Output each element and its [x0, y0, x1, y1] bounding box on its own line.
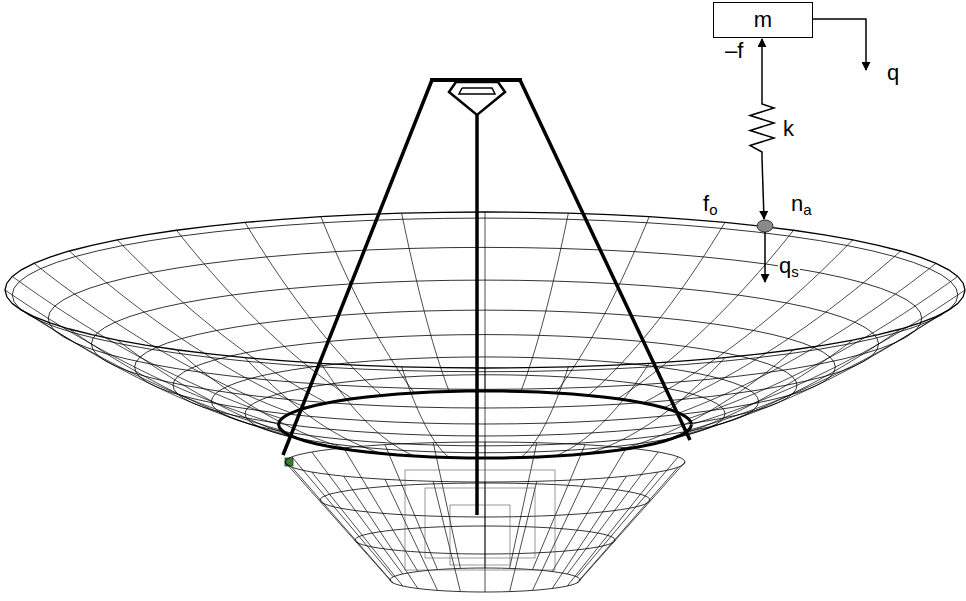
- stiffness-label: k: [782, 118, 795, 140]
- tripod-leg: [475, 115, 479, 515]
- dish-meridian: [521, 213, 569, 391]
- dish-meridian: [176, 350, 352, 450]
- force-label: –f: [724, 40, 744, 62]
- mass-label: m: [754, 9, 772, 31]
- base-meridian: [344, 476, 418, 588]
- dish-meridian: [34, 317, 291, 436]
- base-meridian: [577, 457, 678, 577]
- base-meridian: [385, 445, 438, 570]
- spring-mass: [750, 19, 866, 282]
- dish-meridian: [117, 240, 327, 403]
- mass-box: m: [713, 2, 813, 38]
- dish-meridian: [245, 358, 382, 454]
- dish-meridian: [688, 304, 957, 431]
- base-meridian: [292, 457, 393, 577]
- tripod-leg: [520, 80, 690, 440]
- dish-meridian: [245, 222, 382, 395]
- dish-meridian: [556, 217, 650, 393]
- feed-horn: [459, 88, 495, 94]
- dish-meridian: [643, 240, 853, 403]
- equipment-frame: [405, 470, 555, 570]
- dish-meridian: [618, 350, 794, 450]
- attachment-node: [757, 220, 773, 232]
- dish-meridian: [69, 329, 306, 441]
- force-arrow: [761, 39, 763, 98]
- spring-symbol: [750, 98, 774, 158]
- displacement-label: q: [886, 62, 900, 84]
- equipment-frame: [450, 505, 510, 565]
- base-meridian: [510, 443, 537, 569]
- base-meridian: [344, 448, 418, 572]
- base-meridian: [533, 445, 586, 570]
- dish-meridian: [664, 329, 901, 441]
- base-meridian: [567, 472, 658, 586]
- dish-meridian: [402, 213, 450, 391]
- dish-meridian: [679, 263, 936, 413]
- dish-meridian: [69, 251, 306, 408]
- dish-meridian: [12, 276, 281, 418]
- feed-tripod: [283, 80, 690, 515]
- dish-meridian: [556, 363, 650, 456]
- base-meridian: [580, 462, 685, 580]
- dish-meridian: [176, 230, 352, 399]
- displacement-arrow: [764, 232, 766, 282]
- feed-horn: [449, 82, 505, 115]
- base-meridian: [552, 476, 626, 588]
- displacement-label: qs: [778, 255, 800, 279]
- dish-meridian: [12, 304, 281, 431]
- base-meridian: [292, 467, 393, 583]
- base-meridian: [567, 452, 658, 574]
- displacement-arrow: [813, 19, 866, 70]
- dish-meridian: [34, 263, 291, 413]
- tripod-leg: [283, 80, 432, 455]
- dish-meridian: [664, 251, 901, 408]
- node-label: na: [790, 193, 813, 217]
- base-wireframe: [285, 442, 685, 592]
- base-meridian: [533, 479, 586, 590]
- base-meridian: [433, 443, 460, 569]
- dish-wireframe: [5, 212, 965, 466]
- dish-meridian: [679, 317, 936, 436]
- dish-meridian: [485, 212, 486, 391]
- dish-meridian: [688, 276, 957, 418]
- force-label: fo: [702, 193, 718, 217]
- base-meridian: [433, 481, 460, 591]
- marker-square: [285, 458, 293, 466]
- force-arrow: [762, 158, 764, 219]
- dish-meridian: [321, 363, 415, 456]
- base-meridian: [312, 472, 403, 586]
- base-meridian: [285, 462, 390, 580]
- equipment-frame: [425, 488, 535, 558]
- base-meridian: [577, 467, 678, 583]
- base-meridian: [510, 481, 537, 591]
